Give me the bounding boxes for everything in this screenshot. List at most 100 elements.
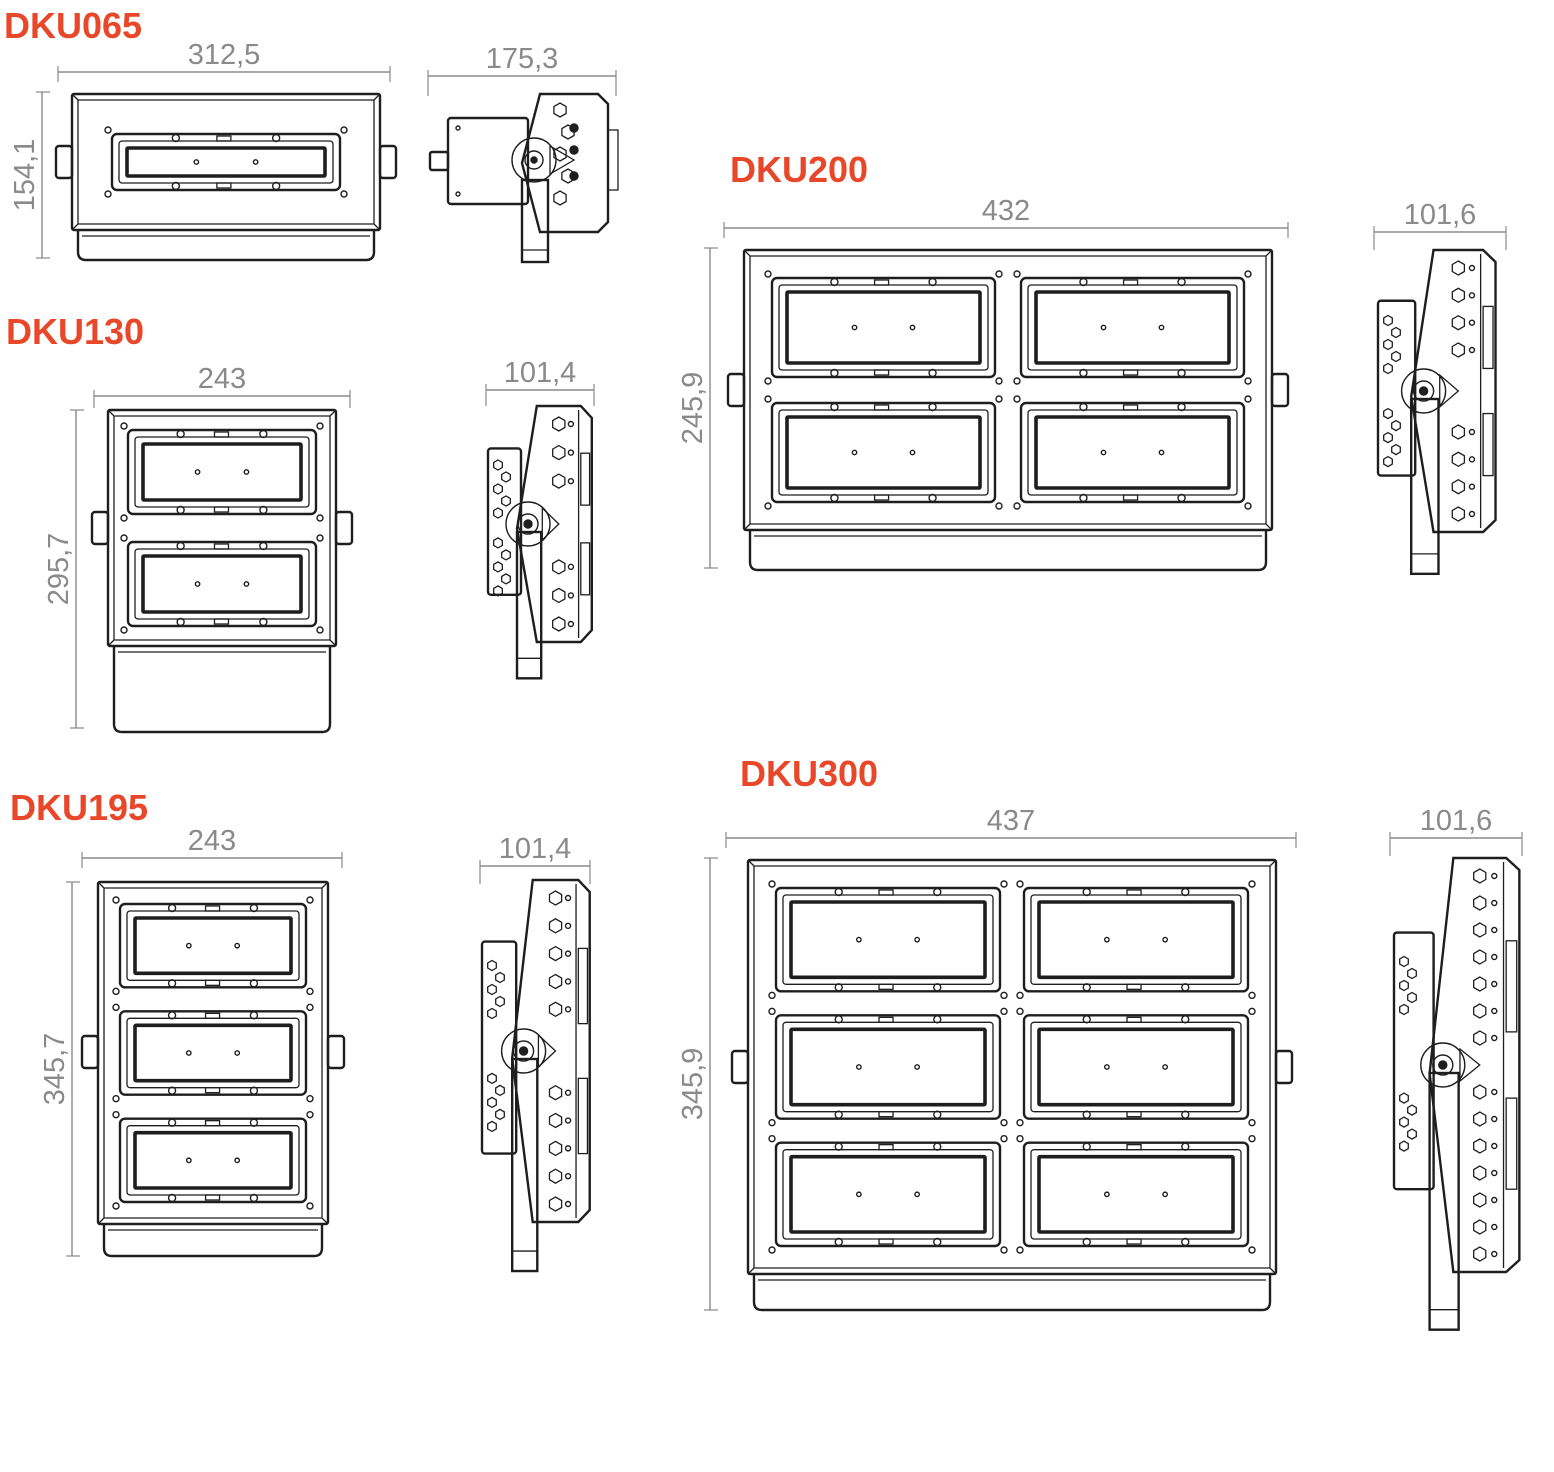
- side-bolt-left: [730, 1049, 750, 1085]
- led-lens-window: [133, 1023, 293, 1083]
- side-bolt-right: [378, 144, 398, 180]
- driver-box-hex: [487, 1007, 497, 1020]
- mount-screw: [764, 395, 772, 403]
- dku300-height-dim-value: 345,9: [677, 1048, 709, 1121]
- module-screw: [176, 429, 185, 439]
- module-screw: [933, 983, 942, 992]
- led-module-gasket: [1027, 284, 1238, 371]
- module-screw: [171, 181, 181, 191]
- led-module-frame: [118, 1117, 308, 1204]
- led-lens-window: [789, 1154, 987, 1234]
- housing-bevel: [103, 887, 323, 1219]
- mount-screw: [1013, 502, 1021, 510]
- cooling-fin-hex: [552, 616, 566, 632]
- led-lens-dot: [851, 449, 858, 456]
- dku200-side-view: [1376, 248, 1497, 576]
- driver-box-hex: [1391, 419, 1401, 432]
- module-label: [1126, 1144, 1142, 1151]
- cooling-fin-hex: [548, 1084, 563, 1101]
- mount-screw: [340, 190, 348, 198]
- module-screw: [1082, 1110, 1091, 1119]
- dku130-side-view: [486, 404, 593, 680]
- mount-screw: [1248, 991, 1256, 1000]
- driver-box-hex: [501, 471, 511, 483]
- module-screw: [1079, 493, 1088, 503]
- dku200-title: DKU200: [730, 149, 868, 190]
- mount-screw: [1000, 880, 1008, 888]
- led-module: [770, 401, 997, 504]
- led-lens-dot: [193, 159, 200, 165]
- driver-box-hex: [1407, 1128, 1417, 1140]
- fin-hole: [1468, 483, 1476, 490]
- driver-box-hex: [493, 537, 503, 549]
- led-lens-dot: [855, 1064, 862, 1070]
- led-module-frame: [1022, 886, 1250, 993]
- mount-screw: [1016, 1007, 1024, 1016]
- led-module-frame: [110, 132, 342, 192]
- mount-screw: [306, 1094, 314, 1103]
- led-lens-dot: [909, 449, 916, 456]
- led-module-frame: [1019, 401, 1246, 504]
- mount-screw: [995, 377, 1003, 385]
- fin-hole: [1491, 1088, 1498, 1096]
- mount-screw: [1248, 880, 1256, 888]
- mount-screw: [1248, 1007, 1256, 1016]
- module-screw: [1079, 277, 1088, 287]
- dku130-width-dim-value: 243: [198, 363, 246, 395]
- module-screw: [176, 505, 185, 515]
- led-lens-dot: [234, 1050, 241, 1056]
- driver-box-hex: [495, 971, 505, 984]
- mount-screw: [112, 1094, 120, 1103]
- mount-screw: [995, 395, 1003, 403]
- drawing-stroke: [107, 639, 115, 647]
- mount-screw: [120, 534, 128, 542]
- driver-box-hex: [1407, 1104, 1417, 1116]
- side-bolt-left: [90, 510, 110, 546]
- fin-hole: [1491, 899, 1498, 907]
- fin-hole: [567, 620, 575, 628]
- fin-hole: [564, 1089, 572, 1096]
- cooling-fin-hex: [552, 444, 566, 461]
- led-module-gasket: [782, 1149, 994, 1240]
- driver-box-hex: [1383, 407, 1393, 420]
- cooling-fin-hex: [548, 945, 563, 962]
- module-screw: [1177, 402, 1186, 412]
- mount-screw: [112, 987, 120, 996]
- cooling-fin-hex: [548, 1001, 563, 1018]
- fin-hole: [564, 1172, 572, 1180]
- dku300-width-dim-value: 437: [987, 805, 1035, 837]
- cooling-fin-hex: [1473, 1111, 1487, 1127]
- box-screw: [455, 191, 461, 197]
- fin-hole: [1468, 292, 1476, 299]
- module-screw: [167, 1118, 177, 1127]
- module-screw: [167, 979, 177, 988]
- dku300-width-dim: 437: [725, 805, 1297, 848]
- module-screw: [830, 277, 839, 287]
- led-module-gasket: [1027, 409, 1238, 496]
- cooling-fin-hex: [1451, 287, 1466, 304]
- fin-hole: [1468, 346, 1476, 354]
- mounting-arm: [515, 530, 543, 680]
- mounting-bracket: [748, 530, 1268, 572]
- module-label: [204, 1087, 221, 1094]
- driver-box-hex: [1391, 350, 1401, 363]
- side-housing: [520, 92, 610, 234]
- mount-screw: [1000, 1134, 1008, 1143]
- mount-screw: [104, 126, 112, 134]
- fin-hole: [564, 894, 572, 902]
- mount-screw: [306, 1202, 314, 1210]
- fin-hole: [1491, 980, 1498, 988]
- driver-box-hex: [487, 1072, 497, 1085]
- dku065-width-dim: 312,5: [57, 39, 391, 82]
- module-label: [1122, 494, 1139, 501]
- dku300-front-view: [730, 858, 1294, 1312]
- side-lens-profile: [1505, 1097, 1518, 1190]
- fin-hole: [564, 978, 572, 985]
- dku195-front-view: [80, 880, 346, 1258]
- module-label: [873, 279, 890, 286]
- module-screw: [271, 133, 281, 143]
- fin-hole: [567, 592, 575, 599]
- module-screw: [249, 903, 259, 913]
- driver-box: [1392, 931, 1435, 1191]
